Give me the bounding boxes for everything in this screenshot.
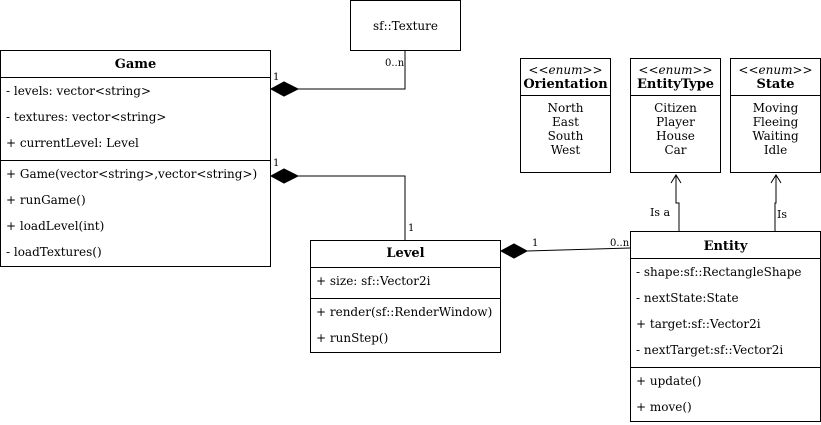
orientation-literal-west: West: [550, 143, 581, 157]
orientation-literal-south: South: [547, 129, 584, 143]
entitytype-literal-house: House: [656, 129, 695, 143]
entity-class-name: Entity: [703, 239, 748, 254]
entity-level-source-multiplicity: 0..n: [610, 238, 630, 249]
level-attribute-size: + size: sf::Vector2i: [316, 274, 431, 288]
entitytype-literal-player: Player: [656, 115, 695, 129]
texture-game-source-multiplicity: 0..n: [385, 58, 405, 69]
level-method-runstep: + runStep(): [316, 331, 389, 345]
level-methods-divider: [311, 298, 500, 299]
entitytype-enum-box: <<enum>> EntityType Citizen Player House…: [630, 58, 721, 173]
game-title-divider: [1, 77, 270, 78]
level-method-render: + render(sf::RenderWindow): [316, 305, 493, 319]
state-literal-moving: Moving: [752, 101, 799, 115]
entity-attribute-nextstate: - nextState:State: [636, 291, 739, 305]
entity-state-label: Is: [777, 208, 787, 221]
orientation-enum-box: <<enum>> Orientation North East South We…: [520, 58, 611, 173]
texture-class-name: sf::Texture: [372, 18, 438, 33]
entity-level-composition-line: [526, 247, 631, 252]
orientation-divider: [521, 95, 610, 96]
orientation-stereotype: <<enum>>: [528, 63, 603, 77]
texture-game-target-multiplicity: 1: [273, 72, 280, 83]
state-enum-box: <<enum>> State Moving Fleeing Waiting Id…: [730, 58, 821, 173]
state-literal-fleeing: Fleeing: [752, 115, 799, 129]
entitytype-literal-citizen: Citizen: [654, 101, 697, 115]
entity-entitytype-arrowhead: [670, 174, 682, 184]
entity-entitytype-label: Is a: [650, 206, 671, 219]
game-attribute-textures: - textures: vector<string>: [6, 110, 167, 124]
state-enum-name: State: [756, 77, 795, 92]
level-game-target-multiplicity: 1: [273, 158, 280, 169]
entity-attribute-shape: - shape:sf::RectangleShape: [636, 265, 802, 279]
level-class-box: Level + size: sf::Vector2i + render(sf::…: [310, 240, 501, 353]
entity-method-move: + move(): [636, 400, 692, 414]
state-literal-waiting: Waiting: [752, 129, 799, 143]
level-game-source-multiplicity: 1: [408, 223, 415, 234]
game-attribute-levels: - levels: vector<string>: [6, 84, 152, 98]
game-class-box: Game - levels: vector<string> - textures…: [0, 50, 271, 267]
entity-title-divider: [631, 258, 820, 259]
game-method-rungame: + runGame(): [6, 193, 86, 207]
entitytype-divider: [631, 95, 720, 96]
texture-class-box: sf::Texture: [350, 0, 461, 51]
entity-state-arrowhead: [770, 174, 782, 184]
game-method-loadlevel: + loadLevel(int): [6, 219, 105, 233]
game-class-name: Game: [114, 57, 157, 72]
game-method-constructor: + Game(vector<string>,vector<string>): [6, 167, 258, 181]
level-title-divider: [311, 267, 500, 268]
entity-attribute-nexttarget: - nextTarget:sf::Vector2i: [636, 343, 784, 357]
entitytype-enum-name: EntityType: [636, 77, 715, 92]
level-game-composition-line: [298, 175, 406, 241]
entity-level-target-multiplicity: 1: [532, 238, 539, 249]
level-class-name: Level: [386, 246, 425, 261]
orientation-literal-east: East: [552, 115, 579, 129]
entity-attribute-target: + target:sf::Vector2i: [636, 317, 761, 331]
entity-level-composition-diamond: [499, 243, 529, 259]
entitytype-literal-car: Car: [664, 143, 687, 157]
texture-game-composition-line: [298, 50, 406, 90]
orientation-literal-north: North: [547, 101, 584, 115]
orientation-enum-name: Orientation: [523, 77, 608, 92]
state-literal-idle: Idle: [763, 143, 788, 157]
entity-method-update: + update(): [636, 374, 702, 388]
level-game-composition-diamond: [269, 168, 300, 184]
entity-class-box: Entity - shape:sf::RectangleShape - next…: [630, 231, 821, 422]
game-methods-divider: [1, 160, 270, 161]
entity-state-line: [774, 175, 777, 232]
entitytype-stereotype: <<enum>>: [638, 63, 713, 77]
state-divider: [731, 95, 820, 96]
texture-game-composition-diamond: [269, 81, 300, 97]
entity-methods-divider: [631, 367, 820, 368]
state-stereotype: <<enum>>: [738, 63, 813, 77]
game-method-loadtextures: - loadTextures(): [6, 245, 102, 259]
game-attribute-currentlevel: + currentLevel: Level: [6, 136, 139, 150]
entity-entitytype-line: [675, 175, 680, 232]
